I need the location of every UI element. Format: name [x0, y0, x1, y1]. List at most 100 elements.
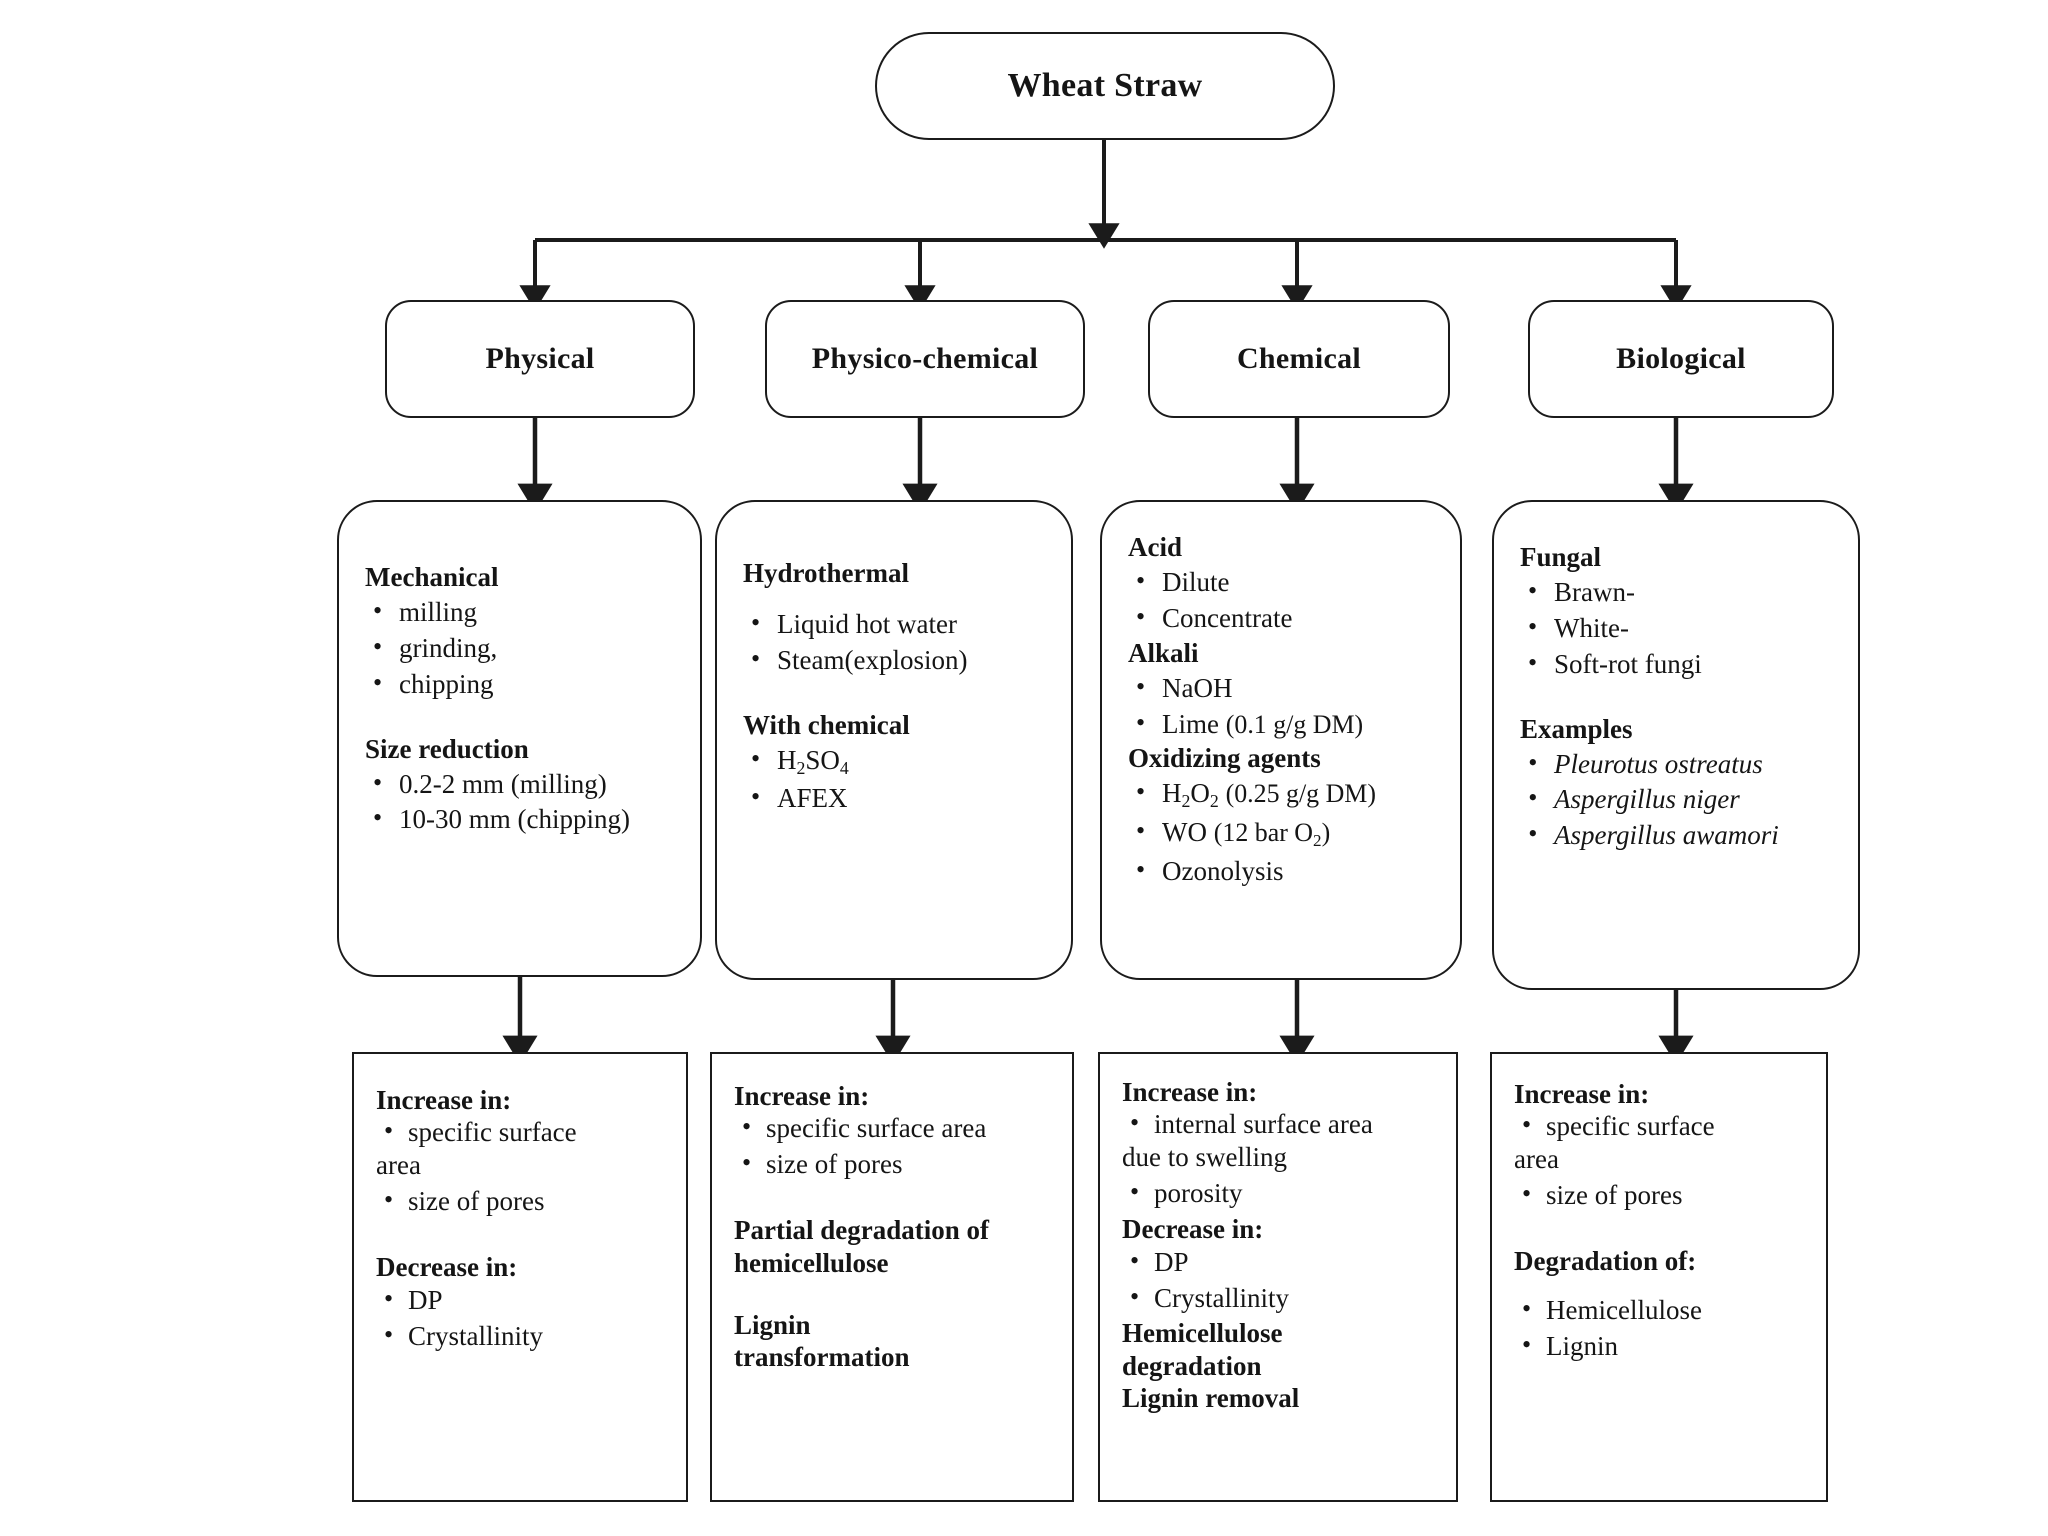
effects-chemical-heading-increase: Increase in: — [1122, 1077, 1258, 1107]
node-methods-biological[interactable]: Fungal Brawn- White- Soft-rot fungi Exam… — [1492, 500, 1860, 990]
node-category-physico-chemical[interactable]: Physico-chemical — [765, 300, 1085, 418]
spacer — [743, 680, 1053, 710]
methods-physical-list-mechanical: milling grinding, chipping — [365, 595, 682, 701]
methods-physical-heading-size-reduction: Size reduction — [365, 733, 529, 764]
list-item: Crystallinity — [1122, 1281, 1442, 1315]
node-category-physico-chemical-label: Physico-chemical — [811, 342, 1039, 375]
effects-biological-list-degradation: Hemicellulose Lignin — [1514, 1293, 1812, 1363]
methods-physico-heading-hydrothermal: Hydrothermal — [743, 558, 909, 588]
list-item: Lignin — [1514, 1329, 1812, 1363]
node-category-chemical-label: Chemical — [1236, 342, 1362, 375]
list-item: DP — [1122, 1245, 1442, 1279]
spacer — [743, 592, 1053, 608]
h2o2-dose: (0.25 g/g DM) — [1225, 779, 1376, 809]
methods-chemical-body: Acid Dilute Concentrate Alkali NaOH Lime… — [1102, 532, 1460, 891]
methods-chemical-heading-oxidizing-agents: Oxidizing agents — [1128, 743, 1321, 774]
list-item: Liquid hot water — [743, 607, 1053, 641]
node-methods-physical[interactable]: Mechanical milling grinding, chipping Si… — [337, 500, 702, 977]
spacer — [376, 1221, 672, 1251]
list-item-text: specific surface — [408, 1117, 577, 1148]
methods-biological-body: Fungal Brawn- White- Soft-rot fungi Exam… — [1494, 542, 1858, 855]
list-item: Soft-rot fungi — [1520, 647, 1840, 681]
effects-physico-heading-increase: Increase in: — [734, 1081, 870, 1111]
effects-physical-heading-increase: Increase in: — [376, 1085, 512, 1115]
node-category-physical-label: Physical — [485, 342, 595, 375]
effects-biological-heading-increase: Increase in: — [1514, 1079, 1650, 1109]
list-item: Ozonolysis — [1128, 854, 1442, 888]
node-methods-physico-chemical[interactable]: Hydrothermal Liquid hot water Steam(expl… — [715, 500, 1073, 980]
node-wheat-straw[interactable]: Wheat Straw — [875, 32, 1335, 140]
spacer — [365, 704, 682, 734]
effects-physico-heading-partial-degradation: Partial degradation of hemicellulose — [734, 1215, 989, 1278]
list-item: White- — [1520, 611, 1840, 645]
list-item-text: specific surface — [1546, 1111, 1715, 1142]
node-category-biological[interactable]: Biological — [1528, 300, 1834, 418]
list-item-text-cont: due to swelling — [1122, 1142, 1287, 1173]
wo-pressure: (12 bar O — [1213, 818, 1314, 848]
wo-paren-close: ) — [1321, 818, 1331, 848]
list-item-h2so4: H2SO4 — [743, 743, 1053, 780]
list-item: size of pores — [1514, 1178, 1812, 1212]
node-category-chemical[interactable]: Chemical — [1148, 300, 1450, 418]
methods-biological-list-examples: Pleurotus ostreatus Aspergillus niger As… — [1520, 747, 1840, 853]
lime-label: Lime — [1162, 708, 1219, 739]
spacer — [1514, 1215, 1812, 1245]
list-item: 10-30 mm (chipping) — [365, 802, 682, 836]
list-item: Hemicellulose — [1514, 1293, 1812, 1327]
list-item-h2o2: H2O2 (0.25 g/g DM) — [1128, 776, 1442, 813]
list-item: Dilute — [1128, 565, 1442, 599]
methods-physical-body: Mechanical milling grinding, chipping Si… — [339, 562, 700, 839]
methods-biological-heading-fungal: Fungal — [1520, 542, 1602, 572]
methods-physico-list-with-chemical: H2SO4 AFEX — [743, 743, 1053, 816]
spacer — [1514, 1278, 1812, 1294]
effects-physical-list-decrease: DP Crystallinity — [376, 1283, 672, 1353]
list-item: chipping — [365, 667, 682, 701]
node-effects-physico-chemical[interactable]: Increase in: specific surface area size … — [710, 1052, 1074, 1502]
list-item: Aspergillus niger — [1520, 782, 1840, 816]
effects-physico-heading-lignin-transformation: Lignin transformation — [734, 1310, 910, 1373]
methods-chemical-list-alkali: NaOH Lime (0.1 g/g DM) — [1128, 671, 1442, 741]
list-item-text-cont: area — [1514, 1144, 1559, 1175]
node-category-biological-label: Biological — [1616, 342, 1746, 375]
spacer — [734, 1279, 1058, 1309]
wo-label: WO — [1162, 817, 1207, 848]
list-item-wet-oxidation: WO (12 bar O2) — [1128, 815, 1442, 852]
spacer — [1520, 684, 1840, 714]
effects-physico-body: Increase in: specific surface area size … — [712, 1080, 1072, 1374]
list-item: size of pores — [376, 1184, 672, 1218]
effects-chemical-heading-lignin-removal: Lignin removal — [1122, 1383, 1300, 1414]
list-item-text-cont: area — [376, 1150, 421, 1181]
list-item: NaOH — [1128, 671, 1442, 705]
methods-physico-list-hydrothermal: Liquid hot water Steam(explosion) — [743, 607, 1053, 677]
node-wheat-straw-label: Wheat Straw — [1007, 67, 1203, 104]
methods-biological-heading-examples: Examples — [1520, 713, 1633, 744]
spacer — [734, 1184, 1058, 1214]
methods-physico-body: Hydrothermal Liquid hot water Steam(expl… — [717, 558, 1071, 818]
methods-biological-list-fungal: Brawn- White- Soft-rot fungi — [1520, 575, 1840, 681]
methods-chemical-list-oxidizing: H2O2 (0.25 g/g DM) WO (12 bar O2) Ozonol… — [1128, 776, 1442, 888]
node-methods-chemical[interactable]: Acid Dilute Concentrate Alkali NaOH Lime… — [1100, 500, 1462, 980]
list-item: DP — [376, 1283, 672, 1317]
list-item: Concentrate — [1128, 601, 1442, 635]
effects-chemical-heading-decrease: Decrease in: — [1122, 1214, 1264, 1245]
list-item: Aspergillus awamori — [1520, 818, 1840, 852]
effects-chemical-list-decrease: DP Crystallinity — [1122, 1245, 1442, 1315]
methods-chemical-heading-acid: Acid — [1128, 532, 1182, 562]
list-item: porosity — [1122, 1176, 1442, 1210]
methods-physical-list-size-reduction: 0.2-2 mm (milling) 10-30 mm (chipping) — [365, 767, 682, 837]
list-item: size of pores — [734, 1147, 1058, 1181]
node-category-physical[interactable]: Physical — [385, 300, 695, 418]
list-item: 0.2-2 mm (milling) — [365, 767, 682, 801]
list-item: Brawn- — [1520, 575, 1840, 609]
effects-biological-heading-degradation: Degradation of: — [1514, 1246, 1697, 1277]
list-item: Pleurotus ostreatus — [1520, 747, 1840, 781]
list-item: Crystallinity — [376, 1319, 672, 1353]
